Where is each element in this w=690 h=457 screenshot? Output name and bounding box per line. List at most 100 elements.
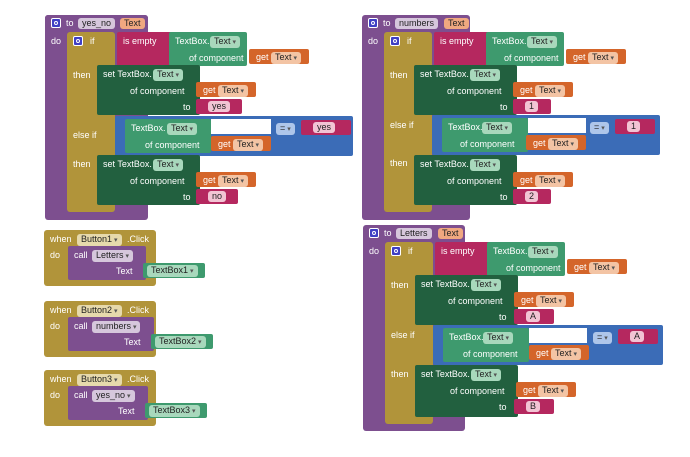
to-label: to (384, 228, 392, 238)
property-dropdown[interactable]: Text (470, 69, 500, 81)
get-label: get (218, 139, 231, 149)
else-if-label: else if (391, 330, 415, 340)
param-name[interactable]: Text (444, 18, 469, 29)
is-empty-block[interactable] (117, 32, 172, 66)
to-label: to (500, 192, 508, 202)
gear-icon[interactable] (51, 18, 61, 28)
textbox-label: TextBox. (493, 246, 528, 256)
procedure-dropdown[interactable]: numbers (92, 321, 141, 333)
is-empty-block[interactable] (435, 242, 490, 276)
get-label: get (256, 52, 269, 62)
textbox-label: TextBox. (448, 122, 483, 132)
get-label: get (574, 262, 587, 272)
variable-dropdown[interactable]: Text (538, 385, 568, 397)
component-dropdown[interactable]: Button3 (77, 374, 122, 386)
textbox-dropdown[interactable]: TextBox3 (149, 405, 200, 417)
property-dropdown[interactable]: Text (471, 279, 501, 291)
text-literal-value[interactable]: yes (208, 101, 231, 112)
of-component-label: of component (504, 53, 559, 63)
variable-dropdown[interactable]: Text (218, 85, 248, 97)
get-label: get (523, 385, 536, 395)
property-dropdown[interactable]: Text (167, 123, 197, 135)
variable-dropdown[interactable]: Text (271, 52, 301, 64)
to-label: to (500, 102, 508, 112)
arg-label: Text (124, 337, 141, 347)
event-label: .Click (127, 305, 149, 315)
socket-gap (211, 119, 271, 134)
text-literal-value[interactable]: 1 (627, 121, 641, 132)
of-component-label: of component (506, 263, 561, 273)
variable-dropdown[interactable]: Text (536, 295, 566, 307)
property-dropdown[interactable]: Text (470, 159, 500, 171)
then-label: then (73, 70, 91, 80)
variable-dropdown[interactable]: Text (535, 85, 565, 97)
property-dropdown[interactable]: Text (471, 369, 501, 381)
of-component-label: of component (448, 296, 503, 306)
when-label: when (50, 374, 72, 384)
variable-dropdown[interactable]: Text (588, 52, 618, 64)
compare-operator-dropdown[interactable]: = (590, 122, 609, 134)
of-component-label: of component (130, 176, 185, 186)
textbox-dropdown[interactable]: TextBox1 (147, 265, 198, 277)
textbox-dropdown[interactable]: TextBox2 (155, 336, 206, 348)
variable-dropdown[interactable]: Text (551, 348, 581, 360)
variable-dropdown[interactable]: Text (218, 175, 248, 187)
do-label: do (50, 321, 61, 331)
text-literal-value[interactable]: A (630, 331, 645, 342)
text-literal-value[interactable]: 1 (525, 101, 539, 112)
property-dropdown[interactable]: Text (210, 36, 240, 48)
gear-icon[interactable] (368, 18, 378, 28)
variable-dropdown[interactable]: Text (535, 175, 565, 187)
get-label: get (521, 295, 534, 305)
if-label: if (90, 36, 95, 46)
get-label: get (203, 175, 216, 185)
to-label: to (383, 18, 391, 28)
procedure-name[interactable]: numbers (395, 18, 439, 29)
event-label: .Click (127, 374, 149, 384)
if-label: if (408, 246, 413, 256)
property-dropdown[interactable]: Text (527, 36, 557, 48)
then-label: then (391, 369, 409, 379)
text-literal-value[interactable]: A (526, 311, 541, 322)
param-name[interactable]: Text (120, 18, 145, 29)
property-dropdown[interactable]: Text (153, 159, 183, 171)
variable-dropdown[interactable]: Text (589, 262, 619, 274)
component-dropdown[interactable]: Button2 (77, 305, 122, 317)
text-literal-value[interactable]: 2 (525, 191, 539, 202)
get-label: get (203, 85, 216, 95)
text-literal-value[interactable]: yes (313, 122, 336, 133)
procedure-dropdown[interactable]: Letters (92, 250, 133, 262)
property-dropdown[interactable]: Text (482, 122, 512, 134)
get-label: get (520, 85, 533, 95)
socket-gap (528, 118, 586, 133)
compare-operator-dropdown[interactable]: = (593, 332, 612, 344)
of-component-label: of component (447, 176, 502, 186)
param-name[interactable]: Text (438, 228, 463, 239)
call-label: call (74, 390, 88, 400)
is-empty-block[interactable] (434, 32, 489, 66)
get-label: get (520, 175, 533, 185)
procedure-name[interactable]: yes_no (78, 18, 116, 29)
variable-dropdown[interactable]: Text (548, 138, 578, 150)
call-label: call (74, 321, 88, 331)
set-label: set TextBox. (421, 369, 470, 379)
gear-icon[interactable] (391, 246, 401, 256)
procedure-dropdown[interactable]: yes_no (92, 390, 135, 402)
variable-dropdown[interactable]: Text (233, 139, 263, 151)
component-dropdown[interactable]: Button1 (77, 234, 122, 246)
then-label: then (73, 159, 91, 169)
property-dropdown[interactable]: Text (483, 332, 513, 344)
text-literal-value[interactable]: no (208, 191, 227, 202)
procedure-name[interactable]: Letters (396, 228, 432, 239)
set-label: set TextBox. (103, 159, 152, 169)
compare-operator-dropdown[interactable]: = (276, 123, 295, 135)
textbox-label: TextBox. (449, 332, 484, 342)
text-literal-value[interactable]: B (526, 401, 541, 412)
gear-icon[interactable] (369, 228, 379, 238)
property-dropdown[interactable]: Text (528, 246, 558, 258)
set-label: set TextBox. (420, 159, 469, 169)
property-dropdown[interactable]: Text (153, 69, 183, 81)
gear-icon[interactable] (73, 36, 83, 46)
gear-icon[interactable] (390, 36, 400, 46)
then-label: then (391, 280, 409, 290)
